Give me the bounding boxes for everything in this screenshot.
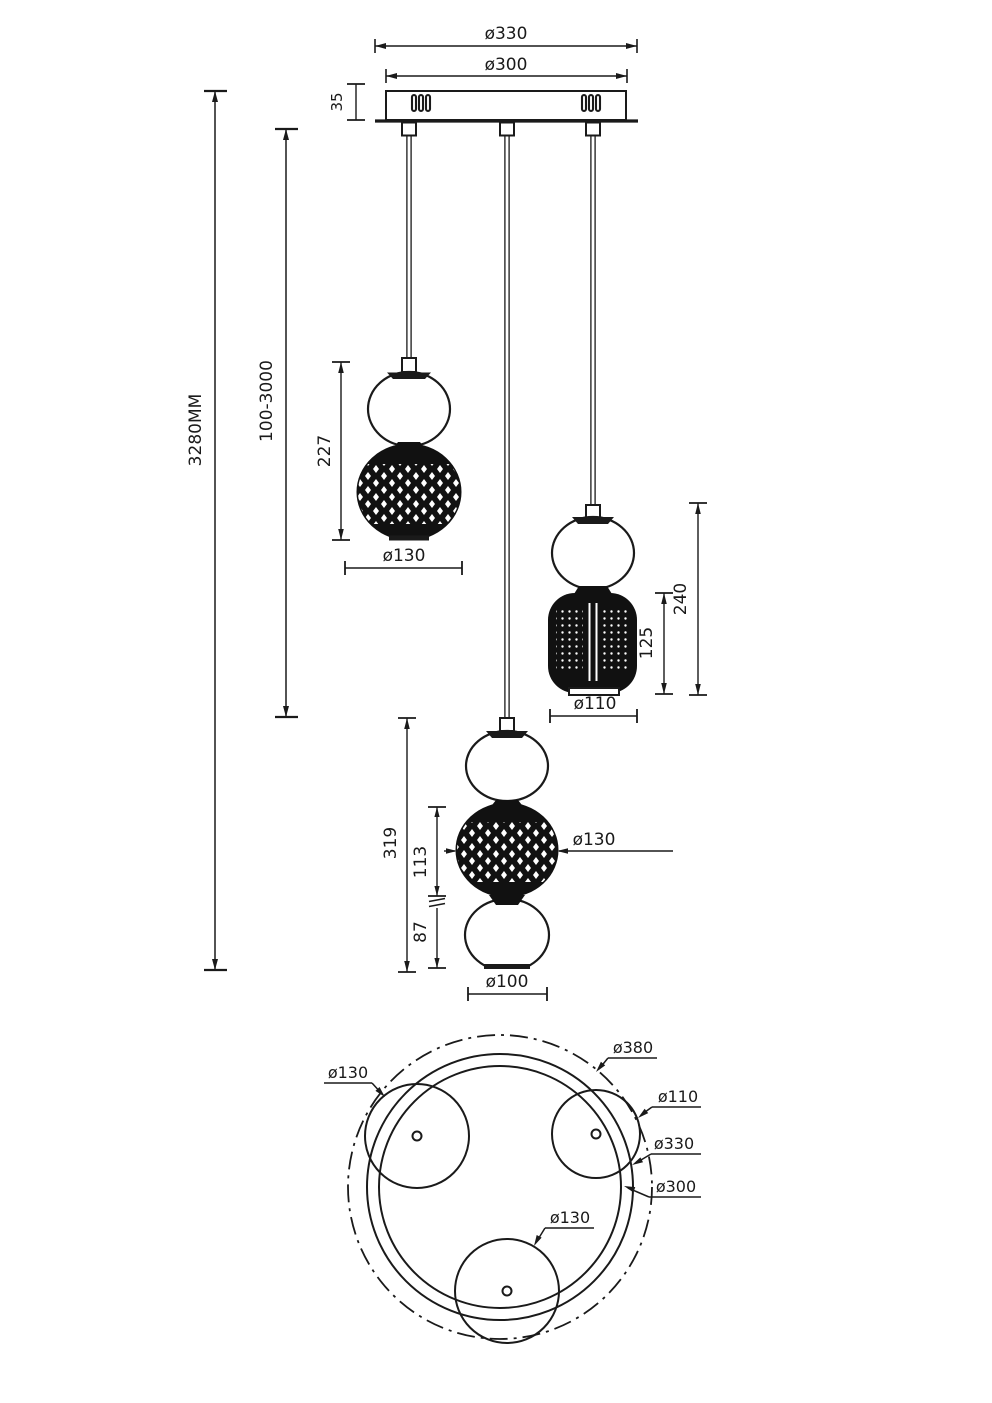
dim-center-middle-globe-diameter: ø130: [444, 830, 673, 854]
pendant-left-base-cut: [353, 538, 465, 548]
pendant-center-upper-collar: [489, 800, 525, 809]
top-view-label-text-canopy-inner: ø300: [656, 1177, 696, 1196]
pendant-left-clear-globe: [366, 370, 452, 448]
top-view-center-dot-left: [411, 1130, 423, 1142]
top-view-label-globe-bottom: ø130: [534, 1208, 594, 1246]
dim-label-canopy-inner: ø300: [485, 55, 528, 75]
cord-stubs: [401, 121, 601, 137]
top-view: ø130 ø380 ø110 ø330 ø300: [324, 1034, 701, 1344]
dim-right-shade-diameter: ø110: [549, 694, 638, 723]
dim-cord-adjustable: 100-3000: [257, 127, 298, 719]
dim-label-canopy-outer: ø330: [485, 24, 528, 44]
dim-label-right-shade-diameter: ø110: [574, 694, 617, 714]
dim-canopy-height: 35: [328, 83, 365, 121]
pendant-left-collar: [391, 442, 427, 451]
pendant-center-lattice-pattern: [457, 822, 557, 882]
dim-left-body-height: 227: [315, 361, 350, 541]
top-view-globe-right: [551, 1089, 641, 1179]
dim-label-cord-adjustable: 100-3000: [257, 360, 277, 442]
dim-right-shade-height: 125: [637, 592, 673, 695]
dim-label-center-bottom-globe-height: 87: [411, 921, 431, 943]
pendant-center-connector: [499, 717, 515, 732]
dim-label-center-middle-globe-diameter: ø130: [573, 830, 616, 850]
pendant-center-top-cap: [486, 731, 528, 738]
top-view-label-globe-right: ø110: [638, 1087, 701, 1118]
pendant-right-collar: [574, 586, 612, 594]
pendant-right-base-band: [568, 687, 620, 696]
dim-label-left-body-height: 227: [315, 435, 335, 467]
pendant-left-connector: [401, 357, 417, 373]
dim-right-body-height: 240: [671, 502, 707, 696]
dim-canopy-outer: ø330: [374, 24, 638, 53]
pendant-right: 125 240 ø110: [548, 502, 707, 723]
top-view-label-outer-ring: ø380: [596, 1038, 657, 1072]
dim-label-canopy-height: 35: [328, 92, 346, 111]
dim-label-center-bottom-globe-diameter: ø100: [486, 972, 529, 992]
pendant-right-texture-right: [603, 610, 630, 672]
top-view-label-globe-left: ø130: [324, 1063, 385, 1097]
dim-center-middle-globe-height: 113: [411, 806, 446, 897]
top-view-label-text-outer-ring: ø380: [613, 1038, 653, 1057]
top-view-label-text-canopy-outer: ø330: [654, 1134, 694, 1153]
top-view-label-text-globe-bottom: ø130: [550, 1208, 590, 1227]
top-view-globe-bottom: [454, 1238, 560, 1344]
pendant-center-lower-collar: [489, 895, 525, 905]
dim-overall-height: 3280MM: [186, 89, 227, 972]
top-view-label-canopy-outer: ø330: [632, 1134, 701, 1165]
dim-center-body-height: 319: [381, 717, 416, 973]
top-view-label-canopy-inner: ø300: [624, 1177, 701, 1198]
pendant-right-texture-left: [556, 610, 583, 672]
pendant-center-clear-globe: [464, 729, 550, 803]
top-view-label-text-globe-right: ø110: [658, 1087, 698, 1106]
dim-break-marks: [428, 897, 446, 908]
dim-label-right-shade-height: 125: [637, 627, 657, 659]
pendant-left-lattice-pattern: [358, 464, 460, 524]
top-view-center-dot-bottom: [501, 1285, 513, 1297]
dim-label-right-body-height: 240: [671, 583, 691, 615]
dim-label-center-middle-globe-height: 113: [411, 846, 431, 878]
pendant-right-top-cap: [572, 517, 614, 524]
dim-canopy-inner: ø300: [385, 55, 628, 83]
dim-left-globe-diameter: ø130: [344, 546, 463, 575]
pendant-right-clear-globe: [550, 515, 636, 591]
pendant-center-bottom-globe: [463, 897, 551, 973]
top-view-outer-ring-dashed: [347, 1034, 653, 1340]
suspension-cords: [406, 135, 596, 718]
pendant-center: 319 113 87 ø130: [381, 717, 673, 1001]
dim-label-left-globe-diameter: ø130: [383, 546, 426, 566]
top-view-label-text-globe-left: ø130: [328, 1063, 368, 1082]
top-view-globe-left: [364, 1083, 470, 1189]
dim-label-center-body-height: 319: [381, 827, 401, 859]
dim-label-overall-height: 3280MM: [186, 394, 206, 467]
dim-center-bottom-globe-height: 87: [411, 908, 446, 969]
pendant-left-top-cap: [387, 372, 431, 379]
pendant-center-base-cut: [453, 967, 561, 978]
pendant-left: 227 ø130: [315, 357, 465, 575]
top-view-center-dot-right: [590, 1128, 602, 1140]
dim-center-bottom-globe-diameter: ø100: [467, 972, 548, 1001]
canopy-vent-slots: [410, 93, 602, 113]
top-view-canopy-inner-circle: [378, 1065, 622, 1309]
canopy: ø330 ø300 35: [328, 24, 638, 137]
